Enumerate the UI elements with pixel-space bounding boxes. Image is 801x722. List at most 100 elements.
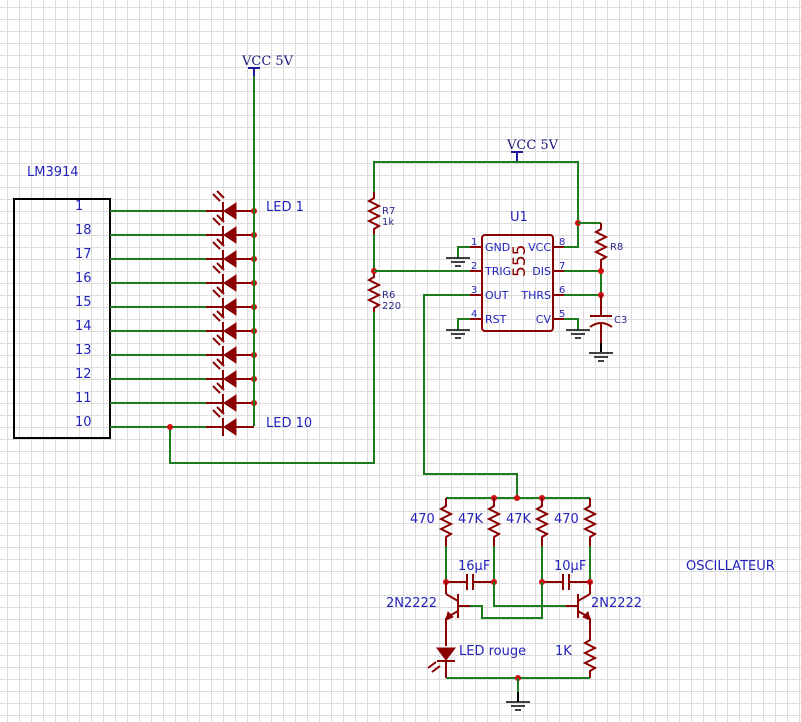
r-right-base-value: 47K (506, 512, 532, 527)
light-ray-icon (216, 190, 225, 199)
oscillator[interactable]: OSCILLATEUR 470 47K 47K 470 16µF 10µF (386, 495, 775, 711)
c3-ref: C3 (614, 315, 627, 326)
led-rouge-label: LED rouge (459, 644, 526, 659)
r7-value: 1k (382, 217, 394, 228)
wire-gnd-pin1[interactable] (457, 246, 470, 258)
transistor-left[interactable] (445, 582, 470, 646)
r-left-base-value: 47K (458, 512, 484, 527)
pin-number: 2 (471, 261, 477, 272)
r8-resistor[interactable] (593, 223, 609, 271)
junction (167, 424, 173, 430)
led-9[interactable] (206, 382, 254, 412)
transistor-right[interactable] (566, 582, 591, 636)
led-triangle-icon (223, 370, 237, 388)
wire-cv-pin5[interactable] (564, 318, 579, 330)
light-ray-icon (216, 358, 225, 367)
light-ray-icon (212, 313, 221, 322)
light-ray-icon (216, 262, 225, 271)
light-ray-icon (216, 238, 225, 247)
led-2[interactable] (206, 214, 254, 244)
light-ray-icon (212, 265, 221, 274)
light-ray-icon (212, 217, 221, 226)
led-triangle-icon (223, 346, 237, 364)
q-left-collector (445, 593, 459, 602)
timer-ref: U1 (510, 210, 528, 225)
led-triangle-icon (223, 322, 237, 340)
light-ray-icon (216, 406, 225, 415)
led-3[interactable] (206, 238, 254, 268)
wire-rst-pin4[interactable] (457, 318, 470, 330)
r-emitter[interactable] (582, 636, 598, 678)
junction (598, 268, 604, 274)
ground-icon (588, 352, 614, 362)
ground-icon (505, 701, 531, 711)
light-ray-icon (427, 661, 437, 669)
lm3914-pin-label: 13 (75, 343, 92, 358)
led-1[interactable] (206, 190, 254, 220)
led-triangle-icon (223, 226, 237, 244)
led-8[interactable] (206, 358, 254, 388)
lm3914-pin-label: 12 (75, 367, 92, 382)
wire-cross-couple-right-base[interactable] (493, 582, 566, 607)
lm3914-pin-label: 18 (75, 223, 92, 238)
led-4[interactable] (206, 262, 254, 292)
light-ray-icon (216, 214, 225, 223)
led-triangle-icon (223, 202, 237, 220)
lm3914-pin-label: 15 (75, 295, 92, 310)
led-7[interactable] (206, 334, 254, 364)
timer-part-number: 555 (510, 245, 530, 277)
r-left-collector-value: 470 (410, 512, 435, 527)
timer-ic-body[interactable] (481, 234, 554, 332)
led-first-label: LED 1 (266, 200, 304, 215)
c-right-value: 10µF (554, 559, 586, 574)
pin-name: RST (485, 313, 507, 326)
r-emitter-value: 1K (555, 644, 572, 659)
light-ray-icon (212, 385, 221, 394)
pin-number: 4 (471, 309, 477, 320)
led-supply: VCC 5V (241, 54, 294, 426)
pin-number: 3 (471, 285, 477, 296)
light-ray-icon (212, 289, 221, 298)
r-right-base[interactable] (534, 498, 550, 546)
led-6[interactable] (206, 310, 254, 340)
led-rouge[interactable] (427, 647, 456, 678)
lm3914-pin-label: 11 (75, 391, 92, 406)
wire-vcc-rail[interactable] (373, 161, 579, 248)
led-triangle-icon (223, 394, 237, 412)
lm3914-body[interactable] (13, 198, 111, 439)
r6-resistor[interactable] (366, 271, 382, 312)
pin-number: 6 (559, 285, 565, 296)
ground-icon (445, 257, 471, 267)
r-left-base[interactable] (486, 498, 502, 546)
pin-name: TRIG (484, 265, 511, 278)
led-last-label: LED 10 (266, 416, 312, 431)
r6-ref: R6 (382, 290, 395, 301)
lm3914-pin-label: 16 (75, 271, 92, 286)
r-left-collector[interactable] (438, 498, 454, 546)
led-triangle-icon (223, 250, 237, 268)
wire-cross-couple-left-base[interactable] (470, 582, 543, 619)
light-ray-icon (216, 334, 225, 343)
led-5[interactable] (206, 286, 254, 316)
light-ray-icon (212, 337, 221, 346)
light-ray-icon (216, 286, 225, 295)
timer-vcc-label: VCC 5V (506, 138, 559, 153)
led-triangle-icon (223, 274, 237, 292)
lm3914-pin-label: 14 (75, 319, 92, 334)
timer-555[interactable]: VCC 5V R7 1k R6 220 (366, 138, 627, 498)
light-ray-icon (431, 665, 441, 673)
r-right-collector[interactable] (582, 498, 598, 546)
wire-out-to-oscillator[interactable] (423, 294, 518, 498)
pin-name: GND (485, 241, 510, 254)
r7-ref: R7 (382, 206, 395, 217)
lm3914-pin-label: 1 (75, 199, 83, 214)
led-vcc-label: VCC 5V (241, 54, 294, 69)
light-ray-icon (216, 310, 225, 319)
q-right-collector (577, 593, 591, 602)
led-10[interactable] (206, 406, 254, 436)
wire-pin10-to-r6[interactable] (169, 310, 375, 464)
r7-resistor[interactable] (366, 192, 382, 234)
